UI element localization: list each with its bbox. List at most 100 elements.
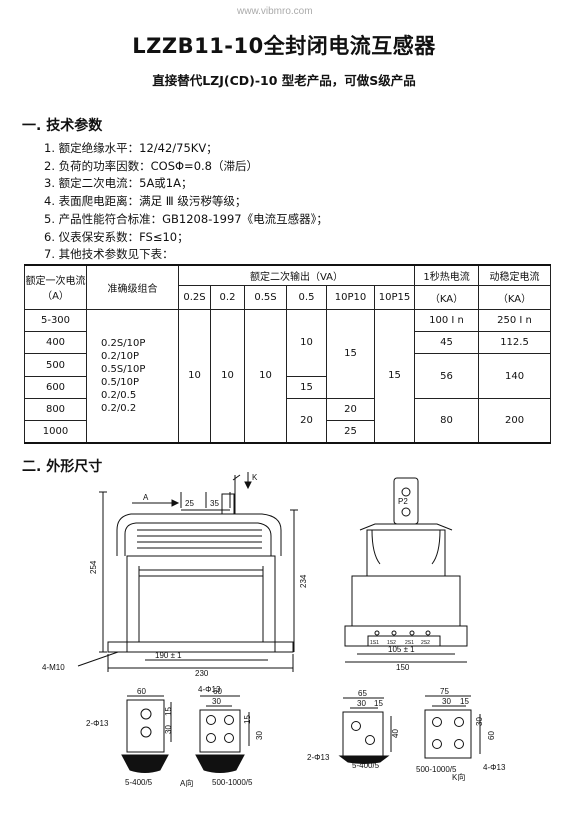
svg-text:30: 30 (255, 731, 264, 740)
svg-text:65: 65 (358, 689, 367, 698)
spec-list: 1. 额定绝缘水平：12/42/75KV； 2. 负荷的功率因数：COSΦ=0.… (44, 140, 328, 264)
cell-thermal: 80 (414, 397, 480, 444)
watermark: www.vibmro.com (237, 6, 313, 17)
header-dynamic-unit: （KA） (478, 284, 552, 310)
dimension-drawing: 190 ± 1 230 4-M10 25 35 A K 254 234 P2 1… (42, 472, 506, 788)
caption-500-1000: 500-1000/5 (212, 778, 253, 787)
header-thermal: 1秒热电流 (414, 264, 480, 286)
label-holes: 4-Φ13 (198, 685, 221, 694)
dim-150: 150 (396, 663, 410, 672)
cell-thermal: 45 (414, 331, 480, 355)
cell-dynamic: 250 I n (478, 308, 552, 333)
svg-text:30: 30 (357, 699, 366, 708)
cell-dynamic: 112.5 (478, 331, 552, 355)
cell-output: 15 (373, 308, 416, 444)
cell-output: 10 (210, 308, 245, 444)
caption-5-400: 5-400/5 (125, 778, 153, 787)
svg-text:75: 75 (440, 687, 449, 696)
label-view-k-dir: K向 (452, 772, 465, 782)
cell-thermal: 100 I n (414, 308, 480, 333)
cell-dynamic: 200 (478, 397, 552, 444)
cell-accuracy-combos: 0.2S/10P 0.2/10P 0.5S/10P 0.5/10P 0.2/0.… (86, 308, 179, 444)
svg-text:30: 30 (164, 725, 173, 734)
cell-output: 15 (286, 375, 327, 399)
side-body (351, 575, 461, 627)
cell-output: 10 (178, 308, 211, 444)
cell-thermal: 56 (414, 353, 480, 399)
spec-item: 2. 负荷的功率因数：COSΦ=0.8（滞后） (44, 158, 258, 173)
header-output-col: 0.2 (210, 284, 245, 310)
header-output-col: 0.5S (244, 284, 287, 310)
terminal-view-k-large: 75 30 15 30 60 4-Φ13 500-1000/5 K向 (416, 687, 506, 782)
svg-text:15: 15 (374, 699, 383, 708)
section-heading-specs: 一. 技术参数 (22, 118, 103, 134)
dim-35: 35 (210, 499, 219, 508)
page-subtitle: 直接替代LZJ(CD)-10 型老产品，可做S级产品 (152, 73, 416, 88)
label-holes: 2-Φ13 (86, 719, 109, 728)
page-title: LZZB11-10全封闭电流互感器 (132, 34, 436, 58)
cell-output: 15 (326, 308, 375, 399)
cell-primary: 1000 (24, 420, 87, 444)
dim-230: 230 (195, 669, 209, 678)
label-p2: P2 (398, 497, 408, 506)
header-primary-current: 额定一次电流（A） (24, 264, 87, 310)
dim-234: 234 (299, 574, 308, 588)
section-heading-dimensions: 二. 外形尺寸 (22, 459, 103, 475)
spec-item: 7. 其他技术参数见下表： (44, 247, 174, 262)
caption-500-1000: 500-1000/5 (416, 765, 457, 774)
header-thermal-unit: （KA） (414, 284, 480, 310)
primary-terminal (221, 493, 235, 515)
spec-item: 4. 表面爬电距离：满足 Ⅲ 级污秽等级； (44, 194, 247, 209)
svg-text:60: 60 (487, 731, 496, 740)
terminal-label: 2S2 (421, 640, 430, 646)
cell-output: 25 (326, 420, 375, 444)
svg-text:15: 15 (243, 715, 252, 724)
label-view-a: A (143, 493, 149, 502)
caption-5-400: 5-400/5 (352, 761, 380, 770)
svg-text:60: 60 (213, 687, 222, 696)
header-output-col: 10P10 (326, 284, 375, 310)
dim-25: 25 (185, 499, 194, 508)
terminal-label: 1S1 (370, 640, 379, 646)
label-4-m10: 4-M10 (42, 663, 65, 672)
cell-dynamic: 140 (478, 353, 552, 399)
dim-190: 190 ± 1 (155, 651, 182, 660)
header-output-col: 10P15 (373, 284, 416, 310)
cell-primary: 5-300 (24, 308, 87, 333)
terminal-label: 2S1 (405, 640, 414, 646)
header-dynamic: 动稳定电流 (478, 264, 552, 286)
cell-primary: 800 (24, 397, 87, 422)
terminal-view-a-small: 60 15 30 2-Φ13 5-400/5 (86, 687, 173, 787)
header-output-col: 0.2S (178, 284, 211, 310)
side-view: P2 1S1 1S2 2S1 2S2 105 ± 1 150 (344, 477, 468, 672)
cell-primary: 600 (24, 375, 87, 399)
header-accuracy: 准确级组合 (86, 264, 179, 310)
cell-output: 20 (326, 397, 375, 422)
svg-text:40: 40 (391, 729, 400, 738)
cell-output: 20 (286, 397, 327, 444)
terminal-view-a-large: 60 30 15 30 4-Φ13 A向 500-1000/5 (180, 685, 264, 788)
label-view-a-dir: A向 (180, 778, 193, 788)
dim-105: 105 ± 1 (388, 645, 415, 654)
svg-text:30: 30 (212, 697, 221, 706)
spec-item: 5. 产品性能符合标准：GB1208-1997《电流互感器》； (44, 211, 328, 226)
dim-254: 254 (89, 560, 98, 574)
svg-text:30: 30 (475, 717, 484, 726)
terminal-label: 1S2 (387, 640, 396, 646)
label-holes: 4-Φ13 (483, 763, 506, 772)
cell-primary: 400 (24, 331, 87, 355)
header-output: 额定二次输出（VA） (177, 264, 416, 286)
svg-text:15: 15 (460, 697, 469, 706)
terminal-view-k-small: 65 30 15 40 2-Φ13 5-400/5 (307, 689, 400, 770)
spec-item: 6. 仪表保安系数：FS≤10； (44, 229, 189, 244)
label-holes: 2-Φ13 (307, 753, 330, 762)
svg-text:15: 15 (164, 707, 173, 716)
svg-text:60: 60 (137, 687, 146, 696)
header-output-col: 0.5 (286, 284, 327, 310)
front-view: 190 ± 1 230 4-M10 25 35 A K 254 234 (42, 472, 308, 678)
parameter-table: 额定一次电流（A） 准确级组合 额定二次输出（VA） 1秒热电流 动稳定电流 0… (24, 264, 552, 444)
svg-text:30: 30 (442, 697, 451, 706)
cell-primary: 500 (24, 353, 87, 377)
cell-output: 10 (244, 308, 287, 444)
cell-output: 10 (286, 308, 327, 377)
